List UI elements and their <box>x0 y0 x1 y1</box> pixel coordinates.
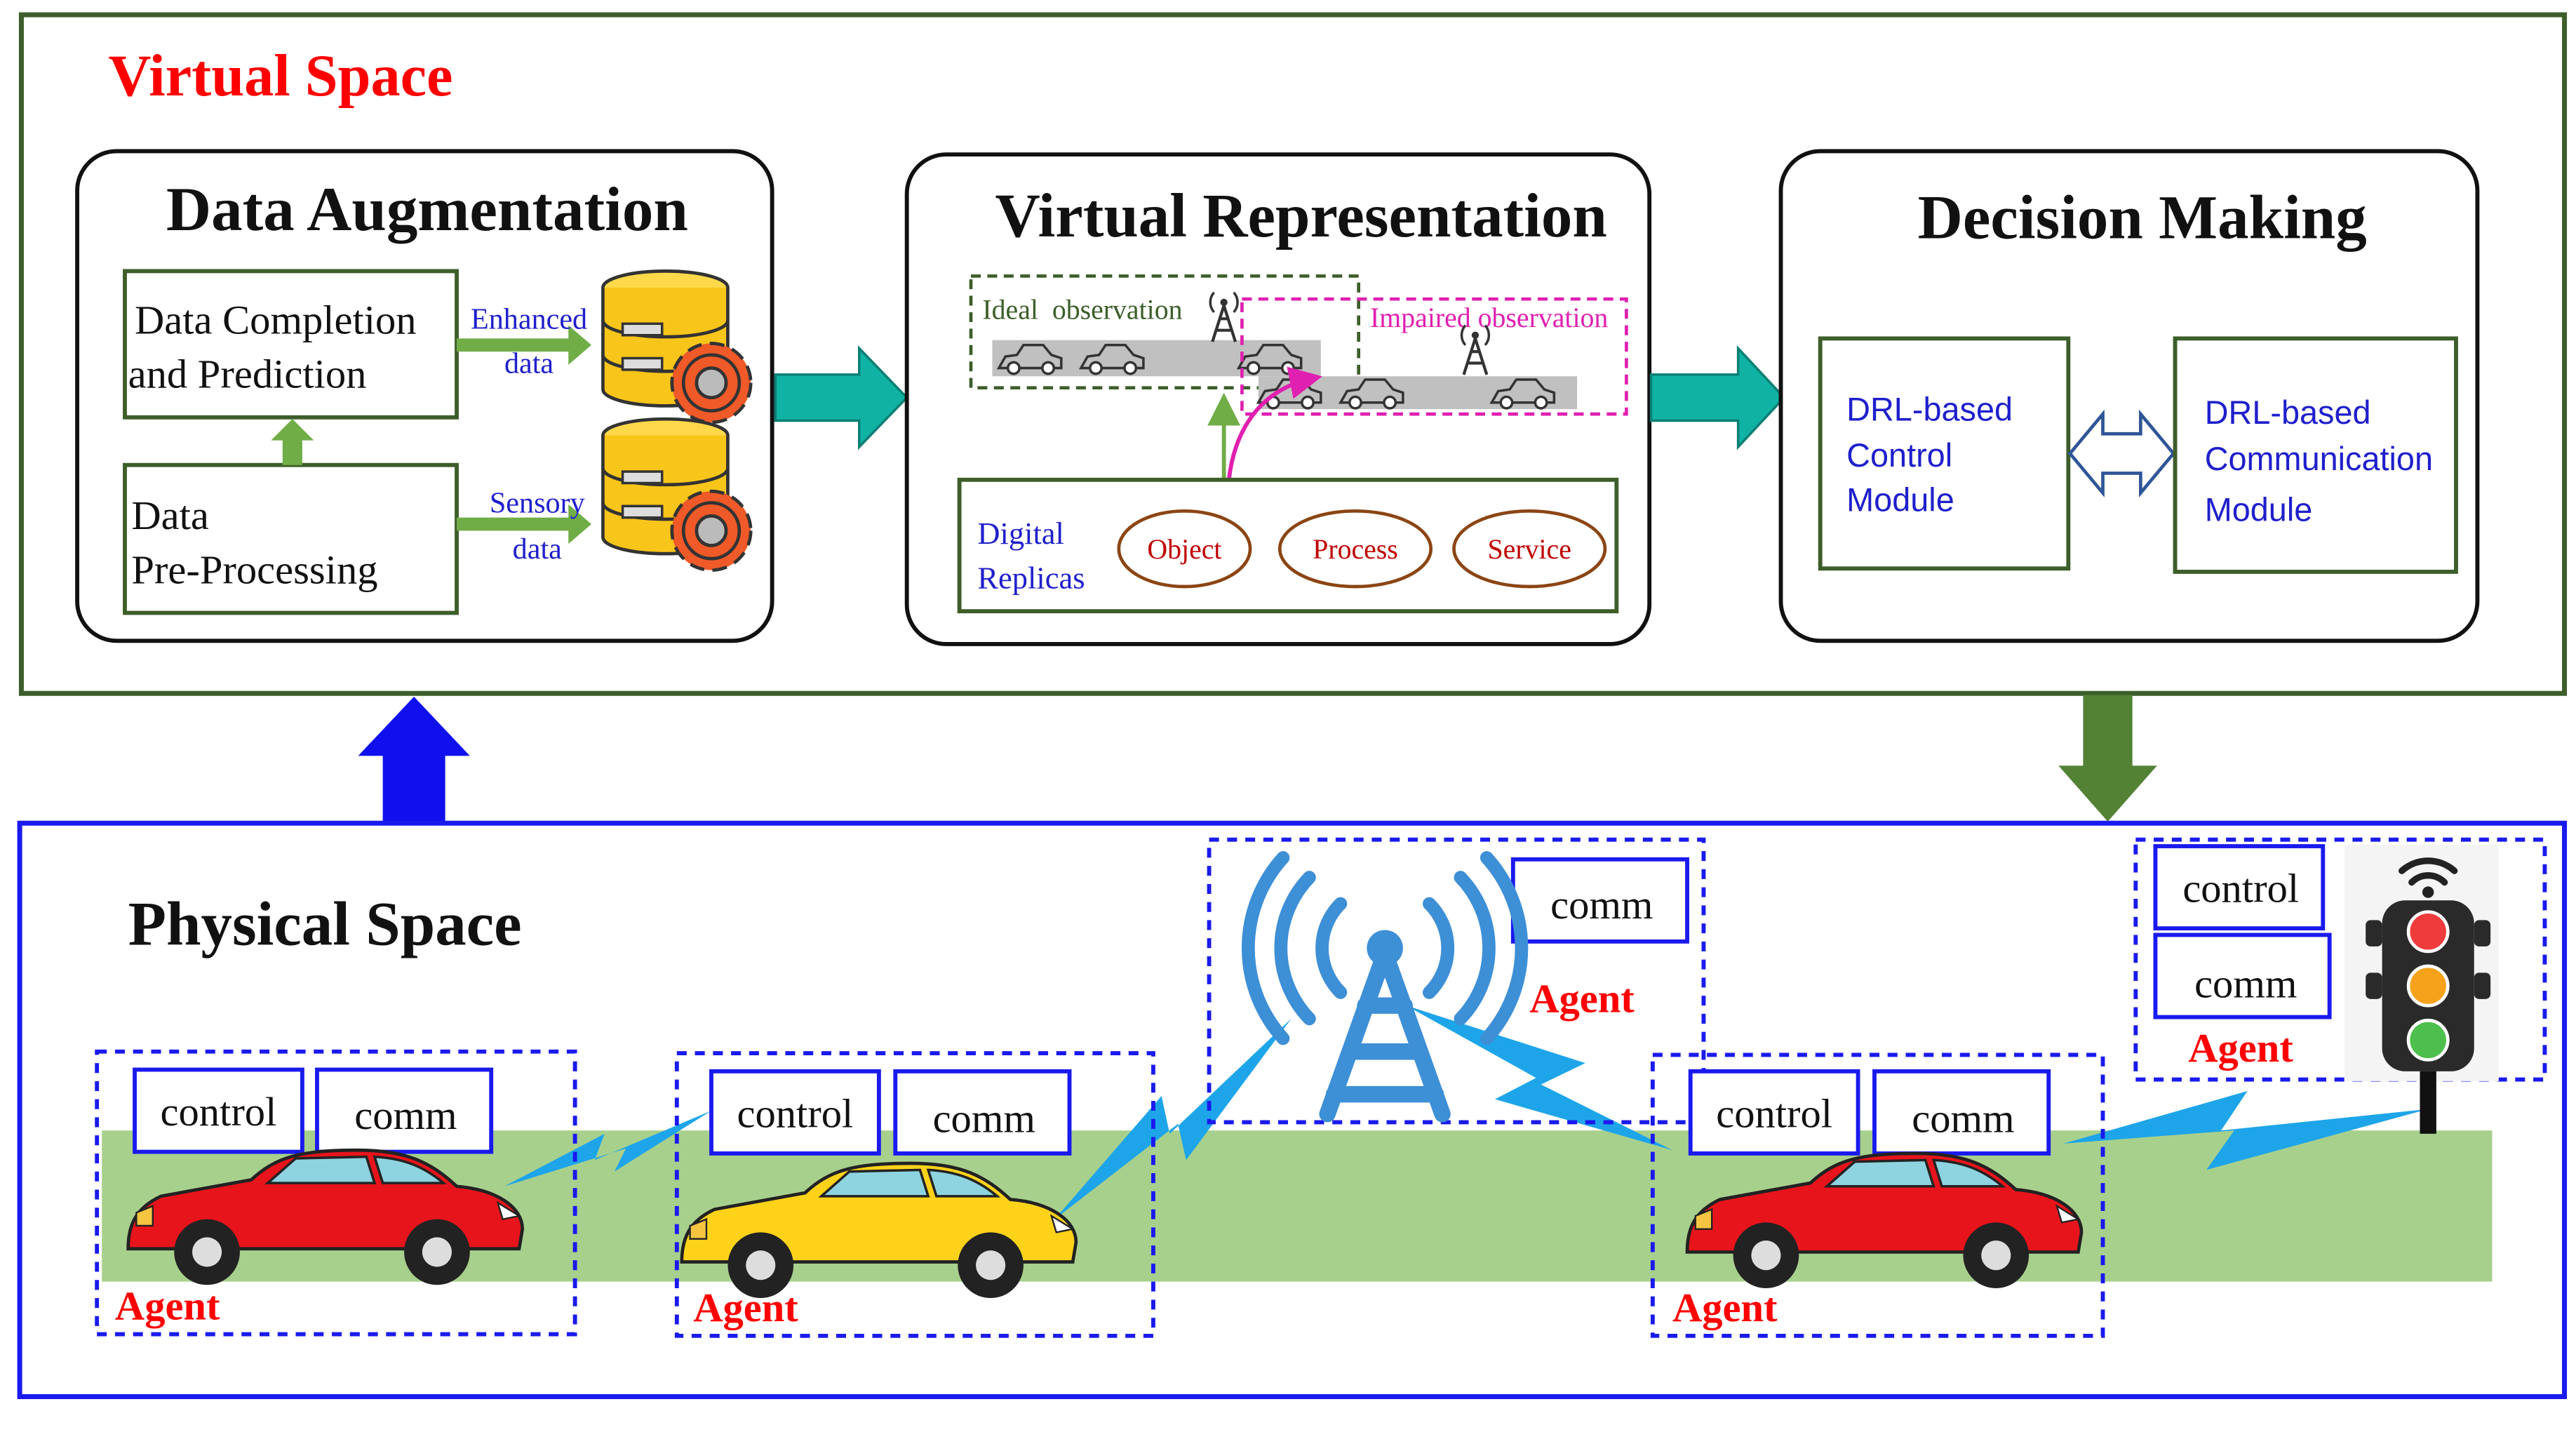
drl-control-module-box <box>1818 336 2071 571</box>
agent-1-comm-box <box>315 1067 494 1154</box>
object-label: Object <box>1147 534 1221 565</box>
enhanced-data-label-line1: Enhanced <box>471 302 587 335</box>
impaired-observation-box <box>1240 297 1628 416</box>
agent-tower-box <box>1207 837 1706 1125</box>
sensory-data-label-line2: data <box>513 533 562 566</box>
drl-communication-module-label-line1: DRL-based <box>2205 394 2371 431</box>
agent-light-box <box>2133 837 2547 1082</box>
traffic-light-icon <box>2344 844 2499 1134</box>
drl-control-module-label-line2: Control <box>1846 437 1952 474</box>
digital-replicas-label-line2: Replicas <box>977 560 1085 595</box>
sensory-data-arrow <box>457 504 592 544</box>
agent-light-comm-label: comm <box>2194 961 2297 1006</box>
agent-1-control-box <box>133 1067 304 1154</box>
agent-2-box <box>674 1051 1155 1338</box>
physical-space-title: Physical Space <box>128 890 522 959</box>
lightning-link-icon <box>2063 1090 2429 1170</box>
lightning-link-icon <box>1054 1018 1292 1219</box>
agent-light-comm-box <box>2153 932 2332 1019</box>
physical-to-virtual-arrow <box>358 696 470 824</box>
preprocessing-to-completion-arrow <box>271 419 314 465</box>
agent-light-label: Agent <box>2188 1025 2293 1071</box>
digital-replicas-label-line1: Digital <box>977 516 1064 551</box>
ideal-observation-label: Ideal observation <box>982 294 1182 325</box>
database-gear-icon <box>603 271 751 422</box>
agent-3-control-box <box>1688 1069 1860 1156</box>
service-ellipse <box>1452 509 1607 589</box>
object-ellipse <box>1117 509 1252 589</box>
agent-1-label: Agent <box>115 1283 220 1328</box>
agent-1-comm-label: comm <box>354 1092 457 1138</box>
augmentation-to-representation-arrow <box>774 345 909 450</box>
agent-3-comm-box <box>1872 1069 2051 1156</box>
agent-2-label: Agent <box>693 1285 798 1330</box>
lightning-link-icon <box>504 1111 711 1186</box>
drl-communication-module-label-line2: Communication <box>2205 441 2433 477</box>
virtual-space-title: Virtual Space <box>109 44 453 109</box>
decision-making-title: Decision Making <box>1918 184 2367 253</box>
agent-1-control-label: control <box>161 1089 277 1135</box>
database-gear-icon <box>603 419 751 570</box>
data-completion-label-line2: and Prediction <box>128 352 367 397</box>
replicas-to-impaired-arrow <box>1226 366 1322 481</box>
data-augmentation-title: Data Augmentation <box>166 175 688 244</box>
virtual-representation-title: Virtual Representation <box>995 182 1607 250</box>
data-preprocessing-box <box>123 462 459 615</box>
drl-communication-module-box <box>2173 336 2458 574</box>
agent-1-box <box>95 1049 577 1337</box>
drl-control-module-label-line3: Module <box>1846 481 1954 518</box>
process-ellipse <box>1277 509 1433 589</box>
enhanced-data-arrow <box>457 325 592 365</box>
agent-3-box <box>1650 1052 2105 1338</box>
representation-to-decision-arrow <box>1649 345 1786 450</box>
data-completion-box <box>123 269 459 420</box>
agent-2-comm-box <box>893 1069 1072 1156</box>
agent-2-control-label: control <box>737 1090 854 1136</box>
cell-tower-icon <box>1242 851 1529 1123</box>
drl-communication-module-label-line3: Module <box>2205 491 2313 528</box>
data-preprocessing-label-line2: Pre-Processing <box>131 547 377 592</box>
agent-2-comm-label: comm <box>933 1096 1035 1142</box>
agent-light-control-box <box>2153 844 2326 931</box>
virtual-to-physical-arrow <box>2058 695 2157 822</box>
lightning-link-icon <box>1406 1005 1672 1151</box>
agent-tower-label: Agent <box>1529 976 1635 1022</box>
agent-tower-comm-label: comm <box>1550 882 1653 928</box>
process-label: Process <box>1313 534 1398 565</box>
enhanced-data-label-line2: data <box>504 347 554 380</box>
drl-control-module-label-line1: DRL-based <box>1846 392 2013 428</box>
data-preprocessing-label-line1: Data <box>131 493 209 538</box>
impaired-observation-label: Impaired observation <box>1370 302 1608 333</box>
data-completion-label-line1: Data Completion <box>135 297 417 342</box>
agent-3-comm-label: comm <box>1912 1096 2014 1142</box>
agent-3-label: Agent <box>1672 1285 1778 1330</box>
service-label: Service <box>1488 534 1571 565</box>
agent-2-control-box <box>709 1069 881 1156</box>
ideal-observation-box <box>969 274 1361 390</box>
sensory-data-label-line1: Sensory <box>490 487 585 520</box>
agent-light-control-label: control <box>2182 866 2299 911</box>
agent-3-control-label: control <box>1716 1090 1832 1136</box>
